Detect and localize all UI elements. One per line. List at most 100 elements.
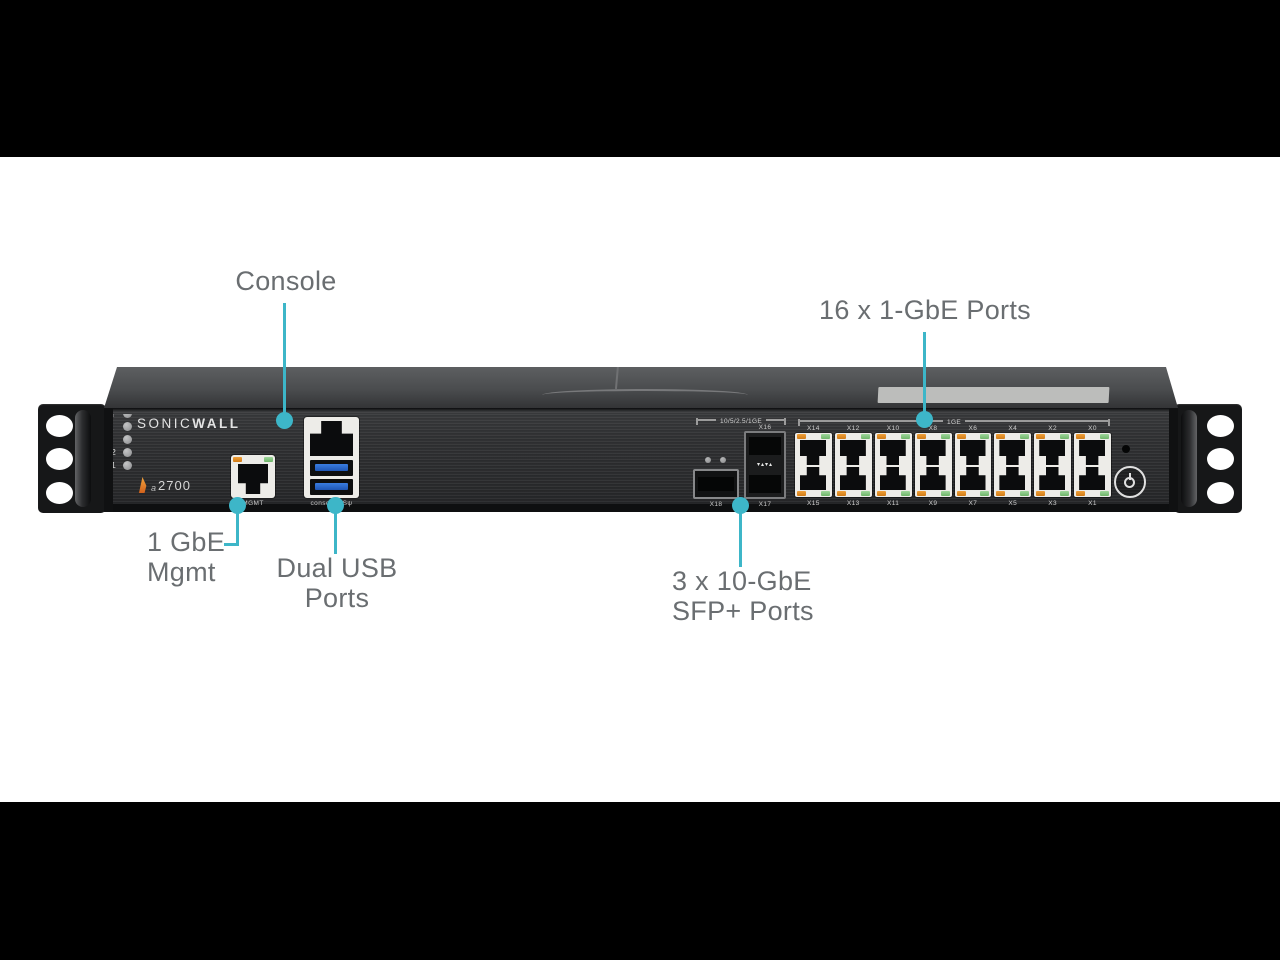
- port-led-orange: [996, 434, 1006, 439]
- rack-ear-left: [38, 404, 106, 513]
- bracket-line: [800, 420, 944, 422]
- bracket-tick: [784, 418, 786, 425]
- rj45-jack: [1039, 467, 1066, 490]
- status-led: [123, 460, 132, 470]
- port-led-orange: [916, 491, 926, 496]
- port-led-green: [264, 457, 273, 462]
- port-led-orange: [233, 457, 242, 462]
- gbe-port-column-x10-x11[interactable]: [874, 433, 912, 497]
- bracket-tick: [1108, 419, 1111, 426]
- gbe-port-label-x12: X12: [846, 425, 860, 432]
- gbe-port-column-x12-x13[interactable]: [834, 433, 872, 497]
- sfp-ports-x16-x17[interactable]: ▾▴▾▴: [744, 431, 786, 499]
- leader-line-sfp: [739, 512, 742, 567]
- rj45-jack: [800, 467, 826, 490]
- rj45-jack: [1079, 440, 1106, 465]
- power-led: [1122, 445, 1130, 453]
- port-led-orange: [1036, 491, 1046, 496]
- port-led-orange: [956, 434, 966, 439]
- lid-seam-arc: [542, 389, 748, 401]
- x17-label: X17: [758, 501, 772, 508]
- emi-fingers: ▾▴▾▴: [756, 462, 774, 468]
- sfp-led: [705, 457, 711, 463]
- port-led-green: [820, 434, 830, 439]
- status-led: [123, 434, 132, 444]
- gbe-port-label-x1: X1: [1088, 500, 1097, 507]
- port-led-green: [1060, 491, 1070, 496]
- sfp-port-x18[interactable]: [693, 469, 739, 499]
- rack-hole: [1207, 448, 1234, 470]
- sfp-group-bracket: 10/5/2.5/1GE: [696, 418, 786, 425]
- callout-line: SFP+ Ports: [672, 596, 814, 626]
- rack-ear-right: [1174, 404, 1242, 513]
- gbe-port-column-x8-x9[interactable]: [914, 433, 952, 497]
- gbe-port-column-x4-x5[interactable]: [994, 433, 1032, 497]
- gbe-port-column-x2-x3[interactable]: [1034, 433, 1072, 497]
- port-led-green: [940, 434, 950, 439]
- panel-cap-right: [1169, 408, 1178, 512]
- rj45-jack: [919, 440, 946, 465]
- port-led-green: [940, 491, 950, 496]
- port-led-orange: [797, 434, 806, 439]
- nsa-letter: a: [151, 483, 157, 493]
- rj45-jack: [800, 440, 826, 465]
- gbe-port-column-x6-x7[interactable]: [954, 433, 992, 497]
- port-led-green: [820, 491, 830, 496]
- usb-port-2[interactable]: [310, 479, 353, 495]
- gbe-port-label-x14: X14: [807, 425, 820, 432]
- gbe-port-label-x10: X10: [886, 425, 900, 432]
- bracket-tick: [798, 419, 800, 426]
- usb-port-1[interactable]: [310, 460, 353, 476]
- rack-handle: [1181, 410, 1197, 507]
- rack-hole: [46, 448, 73, 470]
- model-number: 2700: [158, 478, 191, 493]
- rj45-jack: [1039, 440, 1066, 465]
- port-led-orange: [916, 434, 926, 439]
- model-badge: a 2700: [137, 477, 191, 493]
- rack-hole: [1207, 482, 1234, 504]
- gbe-port-label-x5: X5: [1008, 500, 1018, 507]
- callout-line: 1 GbE: [147, 527, 226, 557]
- usb-tongue: [315, 464, 348, 471]
- port-led-orange: [797, 491, 806, 496]
- port-led-orange: [836, 434, 846, 439]
- console-rj45-jack: [310, 421, 353, 456]
- bracket-line: [698, 419, 717, 421]
- port-led-green: [980, 491, 990, 496]
- leader-line-16gbe: [923, 332, 926, 414]
- x16-label: X16: [758, 424, 772, 431]
- sfp-group-label: 10/5/2.5/1GE: [720, 418, 762, 425]
- bracket-line: [964, 420, 1109, 422]
- gbe-port-column-x14-x15[interactable]: [795, 433, 832, 497]
- sonicwall-logo: SONICWALL: [137, 416, 241, 431]
- port-led-orange: [956, 491, 966, 496]
- power-button[interactable]: [1114, 466, 1146, 498]
- rj45-jack: [839, 440, 866, 465]
- port-led-green: [1100, 434, 1109, 439]
- letterbox-bar-bottom: [0, 802, 1280, 960]
- leader-dot-usb: [327, 497, 344, 514]
- leader-dot-16gbe: [916, 411, 933, 428]
- port-led-orange: [996, 491, 1006, 496]
- rj45-jack: [999, 440, 1026, 465]
- port-led-green: [900, 434, 910, 439]
- leader-line-mgmt-vertical: [236, 506, 239, 546]
- gbe-port-column-x0-x1[interactable]: [1074, 433, 1111, 497]
- x18-label: X18: [709, 501, 723, 508]
- rj45-jack: [839, 467, 866, 490]
- rack-hole: [1207, 415, 1234, 437]
- letterbox-bar-top: [0, 0, 1280, 157]
- leader-dot-console: [276, 412, 293, 429]
- bracket-line: [765, 419, 784, 421]
- gbe-port-label-x6: X6: [968, 425, 978, 432]
- mgmt-ethernet-port[interactable]: [231, 455, 275, 498]
- sfp-slot: [698, 477, 734, 491]
- rack-hole: [46, 415, 73, 437]
- lid-seam: [614, 367, 620, 390]
- console-usb-module[interactable]: [304, 417, 359, 498]
- callout-sfp-ports: 3 x 10-GbE SFP+ Ports: [672, 566, 814, 626]
- callout-line: 3 x 10-GbE: [672, 566, 812, 596]
- port-led-green: [980, 434, 990, 439]
- leader-line-console: [283, 303, 286, 415]
